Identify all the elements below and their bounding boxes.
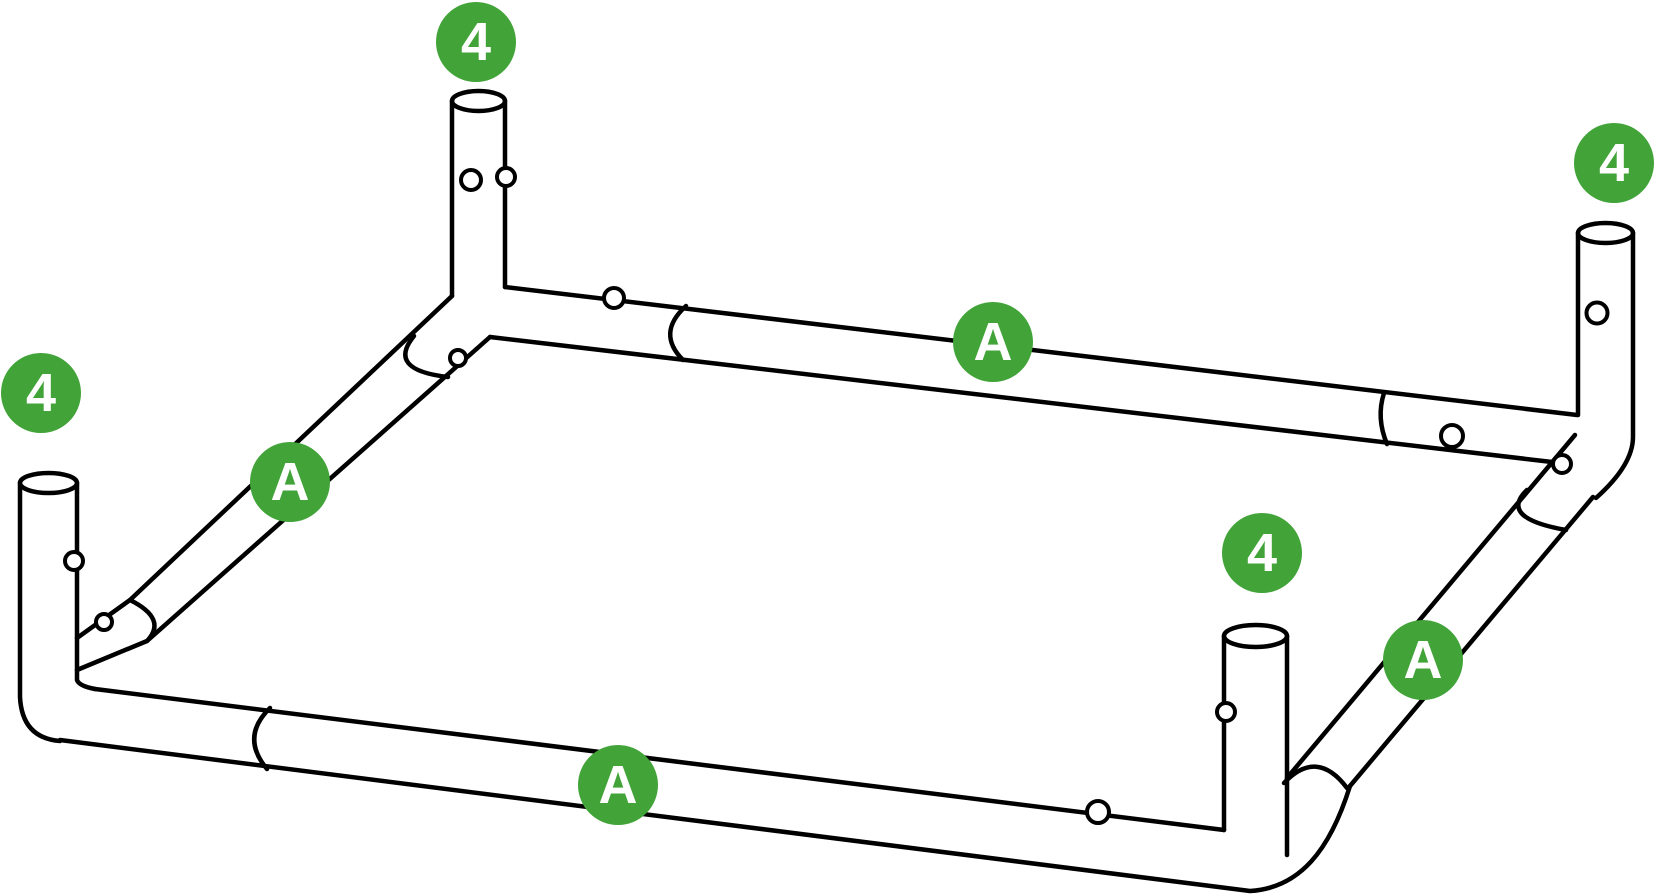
- bottom-rail-joint-left: [252, 705, 273, 772]
- post-bottom-right-opening: [1221, 622, 1290, 650]
- post-top-right-opening: [1575, 220, 1636, 246]
- right-rail-joint-upper: [1516, 487, 1569, 533]
- qty-badge-post-top-left: 4: [436, 2, 516, 82]
- post-left-hole: [63, 550, 85, 572]
- part-badge-tube-right: A: [1383, 620, 1463, 700]
- top-rail-hole-right: [1439, 423, 1465, 449]
- top-rail-joint-right: [1378, 390, 1390, 447]
- right-rail-fill: [1287, 435, 1593, 786]
- post-top-left-hole-1: [459, 168, 483, 192]
- post-top-left-opening: [449, 88, 508, 114]
- top-rail-joint-left: [668, 303, 689, 363]
- bottom-rail-fill: [60, 689, 1350, 891]
- qty-badge-post-left: 4: [1, 353, 81, 433]
- qty-badge-post-top-right: 4: [1574, 123, 1654, 203]
- qty-badge-post-bottom-right: 4: [1222, 513, 1302, 593]
- post-top-right-hole: [1584, 300, 1610, 326]
- holes-and-clips: [63, 166, 1610, 825]
- right-rail-joint-lower: [1281, 764, 1350, 791]
- post-left-opening: [17, 470, 80, 496]
- left-rail-joint-upper: [403, 333, 451, 380]
- post-bottom-right-fill: [1224, 636, 1287, 857]
- post-left-fill: [20, 483, 269, 769]
- left-rail-clip-upper: [448, 348, 468, 368]
- top-rail-hole-left: [602, 286, 626, 310]
- part-badge-tube-bottom: A: [578, 745, 658, 825]
- part-badge-tube-left: A: [250, 442, 330, 522]
- bottom-rail-clip: [1085, 799, 1111, 825]
- post-bottom-right-hole: [1215, 701, 1237, 723]
- left-rail-clip-lower: [94, 612, 114, 632]
- right-rail-clip: [1551, 453, 1573, 475]
- part-badge-tube-top: A: [953, 302, 1033, 382]
- top-rail-fill: [490, 287, 1577, 462]
- post-top-left-hole-2: [495, 166, 517, 188]
- left-rail-joint-lower: [127, 597, 157, 644]
